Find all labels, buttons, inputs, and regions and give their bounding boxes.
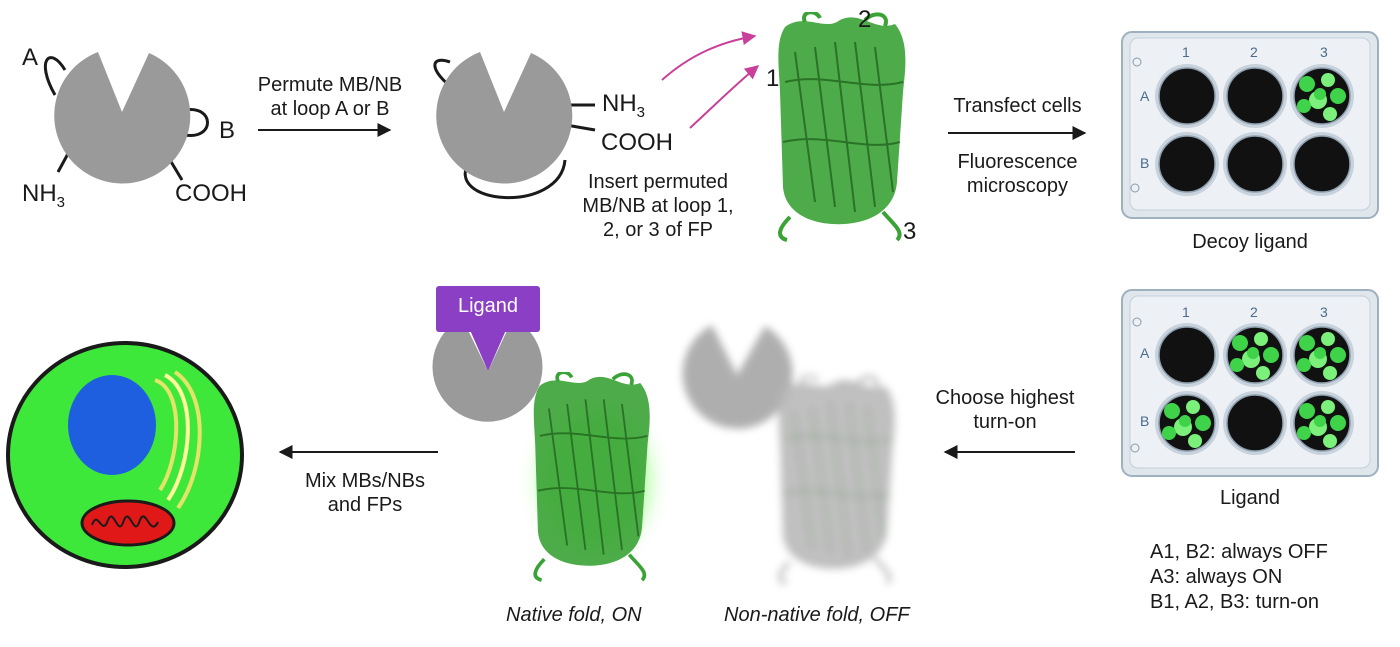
cell-dot: [1299, 335, 1315, 351]
arrow-insert-2: [689, 65, 760, 129]
cell-dot: [1321, 400, 1335, 414]
cell-dot: [1232, 335, 1248, 351]
cell-dot: [1297, 99, 1311, 113]
decoy-col-1: 1: [1182, 44, 1190, 60]
fluorescent-protein: [776, 12, 908, 242]
decoy-row-a: A: [1140, 88, 1150, 104]
legend-always-off: A1, B2: always OFF: [1150, 541, 1328, 563]
well-B3: [1293, 135, 1351, 193]
cell-dot: [1195, 415, 1211, 431]
decoy-col-2: 2: [1250, 44, 1258, 60]
cell-dot: [1314, 88, 1326, 100]
cell-dot: [1330, 88, 1346, 104]
well-plate-ligand: [1121, 289, 1379, 477]
well-B2: [1226, 394, 1284, 452]
cell-dot: [1162, 426, 1176, 440]
fp-loop-2-label: 2: [858, 6, 872, 33]
transfect-label: Transfect cells: [953, 95, 1082, 117]
cell-dot: [1330, 347, 1346, 363]
cell-dot: [1263, 347, 1279, 363]
loop-a: [44, 56, 67, 96]
cell-dot: [1330, 415, 1346, 431]
cell-dot: [1297, 358, 1311, 372]
legend-turn-on: B1, A2, B3: turn-on: [1150, 591, 1319, 613]
binder-native: [44, 52, 209, 184]
ligand-col-2: 2: [1250, 304, 1258, 320]
cell-dot: [1254, 332, 1268, 346]
cell: [6, 341, 244, 569]
nh3-label-2: NH3: [602, 90, 646, 121]
cooh-label-2: COOH: [601, 129, 673, 156]
fp-loop-1-label: 1: [766, 65, 780, 92]
ligand-caption: Ligand: [1219, 487, 1281, 509]
cell-dot: [1164, 403, 1180, 419]
c-term-tail: [168, 159, 184, 181]
binder-permuted: [433, 52, 596, 199]
cell-dot: [1247, 347, 1259, 359]
well-legend: A1, B2: always OFF A3: always ON B1, A2,…: [1150, 540, 1328, 615]
golgi: [154, 370, 202, 510]
cell-dot: [1230, 358, 1244, 372]
cell-dot: [1323, 434, 1337, 448]
decoy-row-b: B: [1140, 155, 1150, 171]
cell-dot: [1323, 366, 1337, 380]
ligand-row-b: B: [1140, 413, 1150, 429]
well-B1: [1158, 135, 1216, 193]
cell-dot: [1256, 366, 1270, 380]
cell-dot: [1314, 347, 1326, 359]
nonnative-caption: Non-native fold, OFF: [724, 604, 910, 626]
binder-pacman: [54, 52, 191, 184]
ligand-pointer: [470, 330, 506, 371]
decoy-col-3: 3: [1320, 44, 1328, 60]
well-B2: [1226, 135, 1284, 193]
loop-a-label: A: [22, 44, 39, 71]
cell-dot: [1299, 403, 1315, 419]
decoy-caption: Decoy ligand: [1192, 231, 1308, 253]
joined-loop: [463, 159, 567, 199]
binder-bound: [432, 318, 543, 422]
well-A1: [1158, 326, 1216, 384]
cell-dot: [1179, 415, 1191, 427]
legend-always-on: A3: always ON: [1150, 566, 1283, 588]
mitochondrion: [80, 499, 176, 547]
fp-loop-3-label: 3: [903, 218, 917, 245]
nucleus: [68, 375, 156, 475]
cell-dot: [1297, 426, 1311, 440]
loop-b: [184, 108, 209, 137]
cell-dot: [1314, 415, 1326, 427]
ligand-row-a: A: [1140, 345, 1150, 361]
cell-dot: [1299, 76, 1315, 92]
cooh-label-1: COOH: [175, 180, 247, 207]
native-caption: Native fold, ON: [506, 604, 642, 626]
native-construct: [432, 286, 652, 582]
ligand-tag-box: [436, 286, 540, 332]
loop-b-label: B: [219, 117, 236, 144]
ligand-col-3: 3: [1320, 304, 1328, 320]
arrow-insert-1: [661, 31, 757, 81]
ligand-tag-label: Ligand: [457, 295, 519, 317]
cell-dot: [1188, 434, 1202, 448]
cell-dot: [1321, 332, 1335, 346]
nonnative-construct: [682, 325, 897, 585]
well-A2: [1226, 67, 1284, 125]
cell-dot: [1321, 73, 1335, 87]
cell-dot: [1186, 400, 1200, 414]
well-A1: [1158, 67, 1216, 125]
ligand-col-1: 1: [1182, 304, 1190, 320]
well-plate-decoy: [1121, 31, 1379, 219]
nh3-label-1: NH3: [22, 180, 66, 211]
cell-dot: [1323, 107, 1337, 121]
